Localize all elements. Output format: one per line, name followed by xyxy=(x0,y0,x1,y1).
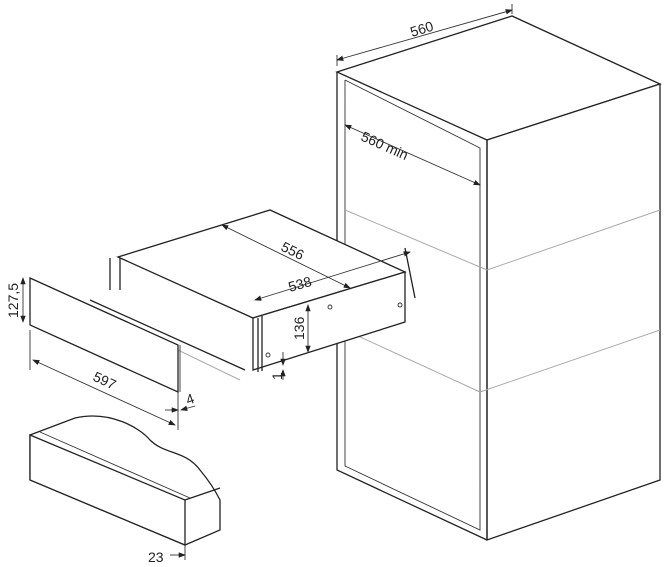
label-panel-offset: 4 xyxy=(184,390,197,408)
panel-detail xyxy=(29,415,221,546)
label-gap: 1 xyxy=(269,372,285,380)
label-panel-height: 127,5 xyxy=(5,283,21,318)
label-panel-width: 597 xyxy=(91,368,119,392)
label-housing-width: 538 xyxy=(286,273,313,295)
label-cabinet-width: 560 xyxy=(408,18,435,40)
label-panel-thickness: 23 xyxy=(148,549,164,565)
label-cabinet-min-opening: 560 min xyxy=(359,128,411,163)
label-housing-height: 136 xyxy=(291,316,307,340)
dimensions xyxy=(20,4,513,560)
